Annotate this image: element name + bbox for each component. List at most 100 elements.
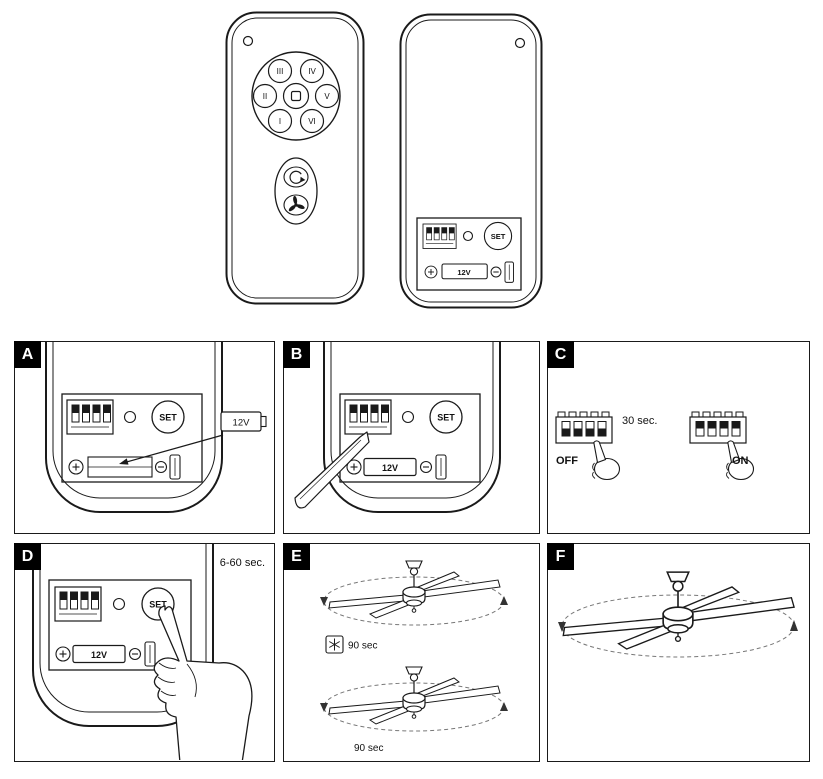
on-label: ON xyxy=(732,455,749,467)
pointing-hand xyxy=(591,440,621,481)
fan-icon xyxy=(288,195,305,212)
button-i-label: I xyxy=(279,117,281,126)
battery-compartment: SET 12V xyxy=(48,579,192,671)
program-hole-icon xyxy=(112,597,126,611)
dip-switch-block xyxy=(344,399,392,435)
minus-terminal-icon xyxy=(419,460,433,474)
button-iii: III xyxy=(267,58,293,84)
rocker-switch xyxy=(274,157,318,225)
button-iii-label: III xyxy=(277,67,284,76)
button-v: V xyxy=(314,83,340,109)
panel-c-label: C xyxy=(547,341,574,368)
battery-label: 12V xyxy=(91,650,107,660)
battery-12v-label: 12V xyxy=(233,418,251,429)
panel-c: C 30 sec. OFF ON xyxy=(547,341,810,534)
panel-b-label: B xyxy=(283,341,310,368)
battery-12v-icon: 12V xyxy=(220,411,267,432)
panel-a-label: A xyxy=(14,341,41,368)
center-button xyxy=(282,82,310,110)
panel-b: B SET 12V xyxy=(283,341,540,534)
minus-terminal-icon xyxy=(154,460,168,474)
rotation-arrow-icon xyxy=(320,597,328,606)
battery-compartment: SET xyxy=(61,393,203,483)
screw-hole-icon xyxy=(242,35,254,47)
ceiling-fan xyxy=(558,571,798,658)
plus-terminal-icon xyxy=(68,459,84,475)
button-ii-label: II xyxy=(263,92,267,101)
program-hole-icon xyxy=(462,230,474,242)
battery-latch xyxy=(169,454,181,480)
button-i: I xyxy=(267,108,293,134)
battery-compartment: SET 12V xyxy=(416,217,522,291)
plus-terminal-icon xyxy=(55,646,71,662)
set-button: SET xyxy=(151,400,185,434)
duration-top-label: 90 sec xyxy=(348,641,377,652)
panel-e: E 90 sec 90 sec xyxy=(283,543,540,762)
panel-a-illustration: SET 12V xyxy=(45,342,267,513)
button-ii: II xyxy=(252,83,278,109)
battery: 12V xyxy=(55,641,156,667)
rotation-arrow-icon xyxy=(500,596,508,605)
button-v-label: V xyxy=(324,92,330,101)
panel-f-illustration xyxy=(558,571,798,658)
button-iv-label: IV xyxy=(308,67,316,76)
battery-latch xyxy=(144,641,156,667)
rotation-arrow-icon xyxy=(558,622,566,632)
rotation-arrow-icon xyxy=(500,702,508,711)
dip-switch-off xyxy=(555,411,613,444)
panel-f: F xyxy=(547,543,810,762)
minus-terminal-icon xyxy=(128,647,142,661)
battery-latch xyxy=(504,261,514,283)
set-button-label: SET xyxy=(491,232,506,241)
dip-switch-block xyxy=(66,399,114,435)
panel-d-label: D xyxy=(14,543,41,570)
screwdriver-tool xyxy=(294,431,370,509)
panel-c-illustration: 30 sec. OFF ON xyxy=(555,411,755,481)
set-button-label: SET xyxy=(159,413,177,423)
plus-terminal-icon xyxy=(424,265,438,279)
set-button: SET xyxy=(429,400,463,434)
battery: 12V xyxy=(424,261,514,283)
panel-e-illustration: 90 sec 90 sec xyxy=(320,560,508,754)
button-iv: IV xyxy=(299,58,325,84)
off-label: OFF xyxy=(556,455,578,467)
panel-d-illustration: 6-60 sec. SET 12V xyxy=(32,544,265,760)
panel-b-illustration: SET 12V xyxy=(294,342,501,513)
duration-bottom-label: 90 sec xyxy=(354,743,383,754)
direction-pad: III IV II V I VI xyxy=(251,51,341,141)
dip-switch-on xyxy=(689,411,747,444)
minus-terminal-icon xyxy=(490,266,502,278)
battery-compartment: SET 12V xyxy=(339,393,481,483)
remote-front-illustration: III IV II V I VI xyxy=(225,11,365,305)
button-vi: VI xyxy=(299,108,325,134)
panel-f-label: F xyxy=(547,543,574,570)
battery-label: 12V xyxy=(382,463,398,473)
battery-label: 12V xyxy=(457,268,470,277)
ceiling-fan-bottom xyxy=(320,666,508,732)
rotation-arrow-icon xyxy=(790,620,798,631)
button-vi-label: VI xyxy=(308,117,316,126)
set-button: SET xyxy=(483,221,513,251)
battery-latch xyxy=(435,454,447,480)
dip-switch-block xyxy=(422,223,457,249)
duration-label: 6-60 sec. xyxy=(220,557,265,569)
set-button-label: SET xyxy=(437,413,455,423)
snowflake-icon xyxy=(325,635,344,654)
set-button: SET xyxy=(141,587,175,621)
hand-pressing-set xyxy=(153,605,253,760)
set-button-label: SET xyxy=(149,600,167,610)
panel-a: A SET 12V xyxy=(14,341,275,534)
duration-label: 30 sec. xyxy=(622,415,657,427)
battery-slot xyxy=(87,456,153,478)
ceiling-fan-top xyxy=(320,560,508,626)
panel-d: D 6-60 sec. SET 12V xyxy=(14,543,275,762)
program-hole-icon xyxy=(123,410,137,424)
rotate-icon xyxy=(289,170,306,184)
dip-switch-block xyxy=(54,586,102,622)
remote-back-illustration: SET 12V xyxy=(399,13,543,309)
screw-hole-icon xyxy=(514,37,526,49)
insert-arrow-icon xyxy=(119,434,224,465)
rotation-arrow-icon xyxy=(320,703,328,712)
program-hole-icon xyxy=(401,410,415,424)
battery: 12V xyxy=(346,454,447,480)
